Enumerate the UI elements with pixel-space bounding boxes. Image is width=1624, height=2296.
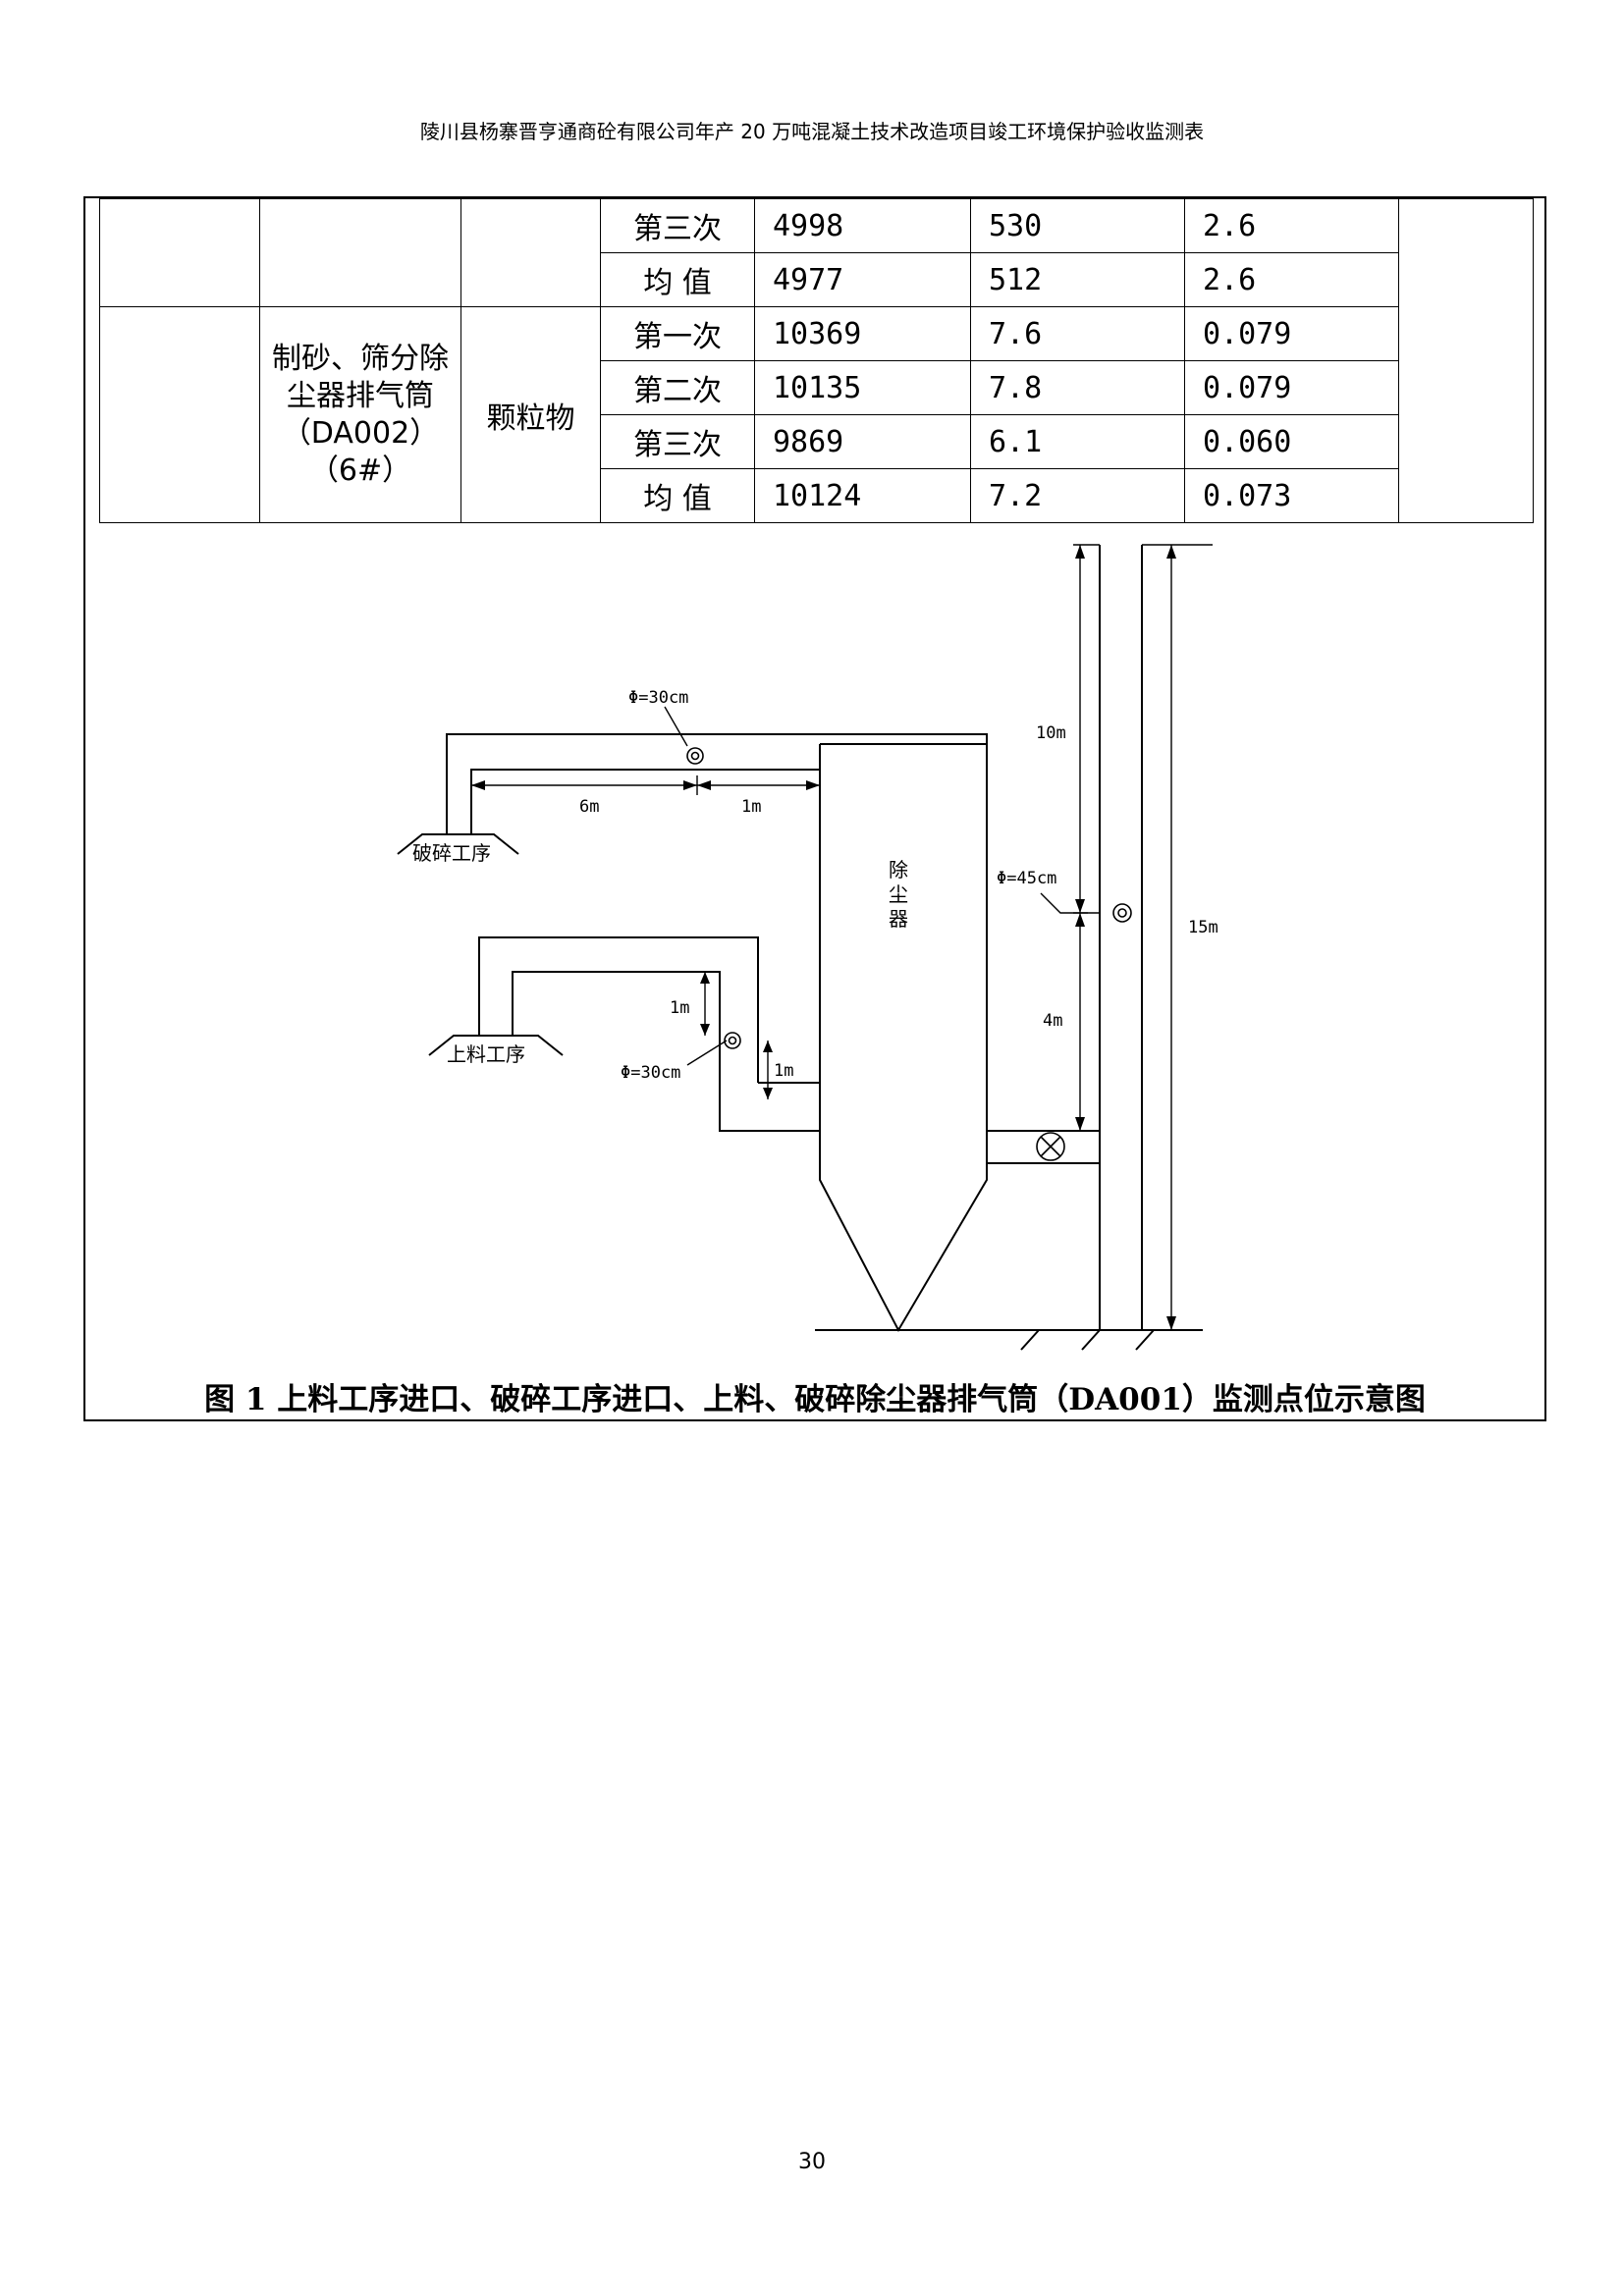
value-cell: 6.1 [970, 414, 1185, 469]
label-stack-diameter: Φ=45cm [997, 869, 1056, 888]
table-row: 第三次 4998 530 2.6 [99, 198, 1534, 523]
label-15m: 15m [1188, 918, 1218, 937]
monitoring-table: 第三次 4998 530 2.6 均 值 4977 512 2.6 制砂、筛分除… [99, 198, 1534, 523]
value-cell: 512 [970, 252, 1185, 307]
value-cell: 0.079 [1184, 306, 1399, 361]
lower-duct-outer [478, 936, 759, 1083]
label-6m: 6m [579, 797, 599, 817]
stage-cell: 第一次 [600, 306, 755, 361]
label-feeding-process: 上料工序 [447, 1042, 525, 1066]
label-1m-a: 1m [670, 998, 689, 1018]
exhaust-stack [1099, 545, 1143, 1330]
value-cell: 9869 [754, 414, 971, 469]
value-cell: 7.2 [970, 468, 1185, 523]
page-header: 陵川县杨寨晋亨通商砼有限公司年产 20 万吨混凝土技术改造项目竣工环境保护验收监… [419, 120, 1205, 143]
stage-cell: 第三次 [600, 414, 755, 469]
value-cell: 2.6 [1184, 198, 1399, 253]
value-cell: 0.060 [1184, 414, 1399, 469]
crushing-hopper [397, 833, 519, 855]
blank-cell [1398, 198, 1534, 523]
blank-cell [99, 198, 260, 307]
sample-port-stack-icon [1117, 908, 1127, 918]
fan-icon [1040, 1136, 1061, 1157]
lower-duct-inner [512, 971, 820, 1132]
table-row: 第三次 9869 6.1 0.060 [100, 414, 1534, 469]
label-1m-b: 1m [774, 1061, 793, 1081]
label-collector-3: 器 [889, 907, 908, 931]
stage-cell: 均 值 [600, 252, 755, 307]
label-collector-1: 除 [889, 858, 908, 881]
outlet-duct [987, 1130, 1100, 1164]
dust-collector-body [819, 744, 988, 1333]
monitoring-point-diagram: Φ=30cm 6m 1m 10m 15m Φ=45cm 4m 1m 1m Φ=3… [397, 544, 1218, 1351]
table-row: 均 值 10124 7.2 0.073 [100, 468, 1534, 523]
figure-caption: 图 1 上料工序进口、破碎工序进口、上料、破碎除尘器排气筒（DA001）监测点位… [204, 1382, 1426, 1417]
label-4m: 4m [1043, 1011, 1062, 1031]
ground-hatch [1020, 1329, 1155, 1351]
sample-port-bottom-icon [724, 1032, 741, 1049]
label-1m-top: 1m [741, 797, 761, 817]
blank-cell [259, 198, 461, 307]
value-cell: 0.079 [1184, 360, 1399, 415]
content-frame [83, 196, 1546, 1421]
upper-duct-outer [446, 733, 988, 834]
source-line: 制砂、筛分除 [272, 341, 449, 376]
leader-top [664, 706, 688, 747]
source-line: （DA002） [281, 415, 440, 451]
stage-cell: 第二次 [600, 360, 755, 415]
table-row: 制砂、筛分除 尘器排气筒 （DA002） （6#） 颗粒物 第一次 10369 … [99, 306, 1534, 523]
label-10m: 10m [1036, 723, 1066, 743]
upper-duct-inner [470, 769, 820, 834]
label-top-diameter: Φ=30cm [628, 688, 688, 708]
sample-port-top-icon [686, 747, 704, 765]
leader-stack [1040, 892, 1100, 914]
source-cell: 制砂、筛分除 尘器排气筒 （DA002） （6#） [259, 306, 461, 523]
arrowheads-1m [700, 972, 773, 1099]
value-cell: 10369 [754, 306, 971, 361]
sample-port-stack-icon [1112, 903, 1132, 923]
stage-cell: 第三次 [600, 198, 755, 253]
value-cell: 7.6 [970, 306, 1185, 361]
label-collector-2: 尘 [889, 882, 908, 906]
blank-cell [99, 306, 260, 523]
source-line: 尘器排气筒 [287, 378, 434, 413]
feeding-hopper [428, 1035, 564, 1056]
sample-port-top-icon [690, 751, 700, 761]
value-cell: 530 [970, 198, 1185, 253]
stage-cell: 均 值 [600, 468, 755, 523]
value-cell: 7.8 [970, 360, 1185, 415]
fan-icon [1036, 1132, 1065, 1161]
value-cell: 10124 [754, 468, 971, 523]
page-number: 30 [798, 2150, 826, 2174]
source-line: （6#） [308, 453, 412, 488]
value-cell: 2.6 [1184, 252, 1399, 307]
blank-cell [460, 198, 601, 307]
value-cell: 4998 [754, 198, 971, 253]
value-cell: 10135 [754, 360, 971, 415]
sample-port-bottom-icon [728, 1036, 737, 1045]
pollutant-cell: 颗粒物 [460, 306, 601, 523]
label-crushing-process: 破碎工序 [412, 841, 491, 865]
value-cell: 4977 [754, 252, 971, 307]
table-row: 均 值 4977 512 2.6 [100, 252, 1534, 307]
value-cell: 0.073 [1184, 468, 1399, 523]
label-bottom-diameter: Φ=30cm [621, 1063, 680, 1083]
leader-bottom [686, 1040, 728, 1066]
